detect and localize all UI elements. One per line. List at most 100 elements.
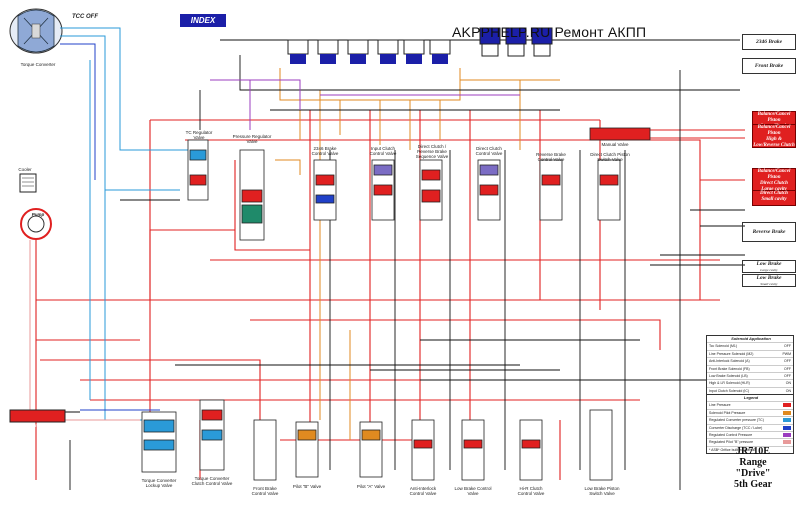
site-title: AKPPHELP.RU Ремонт АКПП [452,24,647,40]
converter-lines [60,27,190,421]
gear-label: 5th Gear [733,479,773,490]
solenoid-feed-lines [275,68,560,440]
legend-swatch [783,403,791,408]
valve-bodies-bottom [141,399,613,481]
low-brake-large-sub: Large cavity [760,268,778,272]
strainer-label: Strainer [31,423,47,428]
legend-item: Regulated Control Pressure [707,432,793,440]
solenoid-row-value: ON [785,388,791,393]
reverse-brake-box: Reverse Brake [742,222,796,242]
manual-valve-label: Manual Valve [601,142,629,147]
direct-clutch-valve-label: Direct Clutch Control Valve [475,146,503,156]
pilot-a-valve-label: Pilot "A" Valve [356,484,386,489]
legend-swatch [783,410,791,415]
solenoid-table-row: Low Brake Solenoid (LB) OFF [707,373,793,381]
low-brake-large-box: Low Brake Large cavity [742,260,796,273]
pump [20,208,52,240]
solenoid-table-row: High & LR Solenoid (HLR) ON [707,380,793,388]
solenoid-row-name: High & LR Solenoid (HLR) [709,381,750,386]
solenoid-row-value: PWM [782,351,791,356]
input-clutch-box-header: Balance/Cancel Piston [757,112,791,123]
legend-item-name: Solenoid Pilot Pressure [709,410,746,415]
legend-swatch [783,418,791,423]
solenoid-row-name: Front Brake Solenoid (FB) [709,366,750,371]
solenoid-table-row: Line Pressure Solenoid (M2)PWM [707,351,793,359]
solenoid-row-value: OFF [784,373,791,378]
pilot-b-valve-label: Pilot "B" Valve [292,484,322,489]
legend-item: Solenoid Pilot Pressure [707,410,793,418]
cooler-label: Cooler [18,167,32,172]
solenoid-table-title: Solenoid Application [707,336,793,344]
legend-item: Line Pressure [707,402,793,410]
direct-clutch-small-label: Direct Clutch [760,191,788,196]
legend-item: Regulated Pilot "B" pressure [707,439,793,447]
direct-clutch-small-box: Direct Clutch Small cavity [752,190,796,206]
direct-reverse-valve-label: Direct Clutch / Reverse Brake Sequence V… [415,144,449,159]
lube-lines [60,43,160,411]
range-label: Range [739,457,767,468]
tc-clutch-valve-label: Torque Converter Clutch Control Valve [191,476,233,486]
low-brake-large-label: Low Brake [756,261,782,267]
solenoid-row-value: OFF [784,366,791,371]
solenoid-table-row: Anti-Interlock Solenoid (A) OFF [707,358,793,366]
legend-item: Converter Discharge (TCC / Lube) [707,425,793,432]
legend-swatch [783,440,791,445]
torque-converter-label: Torque Converter [20,62,56,67]
anti-interlock-valve-label: Anti-Interlock Control Valve [409,486,437,496]
index-button[interactable]: INDEX [180,14,226,27]
tcc-state-label: TCC OFF [72,14,98,20]
solenoid-row-name: Input Clutch Solenoid (IC) [709,388,750,393]
legend-item: Regulated Converter pressure (TC) [707,417,793,425]
model-label: JR710E [736,446,770,457]
hr-clutch-valve-label: Hi-R Clutch Control Valve [517,486,545,496]
direct-clutch-header: Balance/Cancel Piston [757,169,791,180]
pressure-regulator-label: Pressure Regulator Valve [232,134,272,144]
low-brake-piston-label: Low Brake Piston Switch Valve [584,486,620,496]
low-brake-small-label: Low Brake [756,275,782,281]
legend-item-name: Regulated Control Pressure [709,432,753,437]
high-lr-clutch-box: Balance/Cancel Piston High & Low/Reverse… [752,124,796,148]
direct-clutch-large-sub: Large cavity [753,187,795,193]
legend-swatch [783,425,791,430]
solenoid-row-value: ON [785,381,791,386]
high-lr-clutch-header: Balance/Cancel Piston [757,125,791,136]
pump-label: Pump [31,212,45,217]
solenoid-row-name: Anti-Interlock Solenoid (A) [709,359,750,364]
tc-lockup-valve-label: Torque Converter Lockup Valve [141,478,177,488]
oil-pan [9,409,66,423]
legend-title: Legend [707,395,793,403]
front-brake-valve-label: Front Brake Control Valve [251,486,279,496]
regulated-lines [210,79,520,130]
solenoid-group [287,27,553,64]
solenoid-row-name: Tcc Solenoid (M1) [709,344,738,349]
solenoid-row-value: OFF [784,359,791,364]
high-lr-clutch-label: High & Low/Reverse Clutch [753,137,795,148]
legend-item-name: Line Pressure [709,403,731,408]
low-brake-small-box: Low Brake Small cavity [742,274,796,287]
drive-label: "Drive" [735,468,771,479]
legend-table: Legend Line Pressure Solenoid Pilot Pres… [706,394,794,455]
legend-item-name: Converter Discharge (TCC / Lube) [709,425,763,430]
pilot-b-lines [29,240,140,421]
reverse-brake-valve-label: Reverse Brake Control Valve [536,152,566,162]
legend-item-name: Regulated Converter pressure (TC) [709,418,764,423]
low-brake-small-sub: Small cavity [760,282,778,286]
solenoid-table-row: Front Brake Solenoid (FB) OFF [707,366,793,373]
valve-bodies-mid [187,127,651,241]
brake-2346-box: 2346 Brake [742,34,796,50]
solenoid-table-row: Tcc Solenoid (M1)OFF [707,343,793,351]
input-clutch-valve-label: Input Clutch Control Valve [369,146,397,156]
low-brake-valve-label: Low Brake Control Valve [454,486,492,496]
tc-regulator-label: TC Regulator Valve [185,130,213,140]
direct-clutch-small-sub: Small cavity [761,197,787,202]
legend-item-name: Regulated Pilot "B" pressure [709,440,754,445]
legend-footnote: * ASB* Orifice built in Solenoid [709,447,757,452]
solenoid-row-name: Low Brake Solenoid (LB) [709,373,748,378]
gear-info: JR710E Range "Drive" 5th Gear [718,446,788,490]
direct-piston-valve-label: Direct Clutch Piston Switch Valve [590,152,630,162]
direct-clutch-large-label: Direct Clutch [760,181,788,186]
cooler [19,173,37,193]
torque-converter [9,8,63,54]
front-brake-box: Front Brake [742,58,796,74]
